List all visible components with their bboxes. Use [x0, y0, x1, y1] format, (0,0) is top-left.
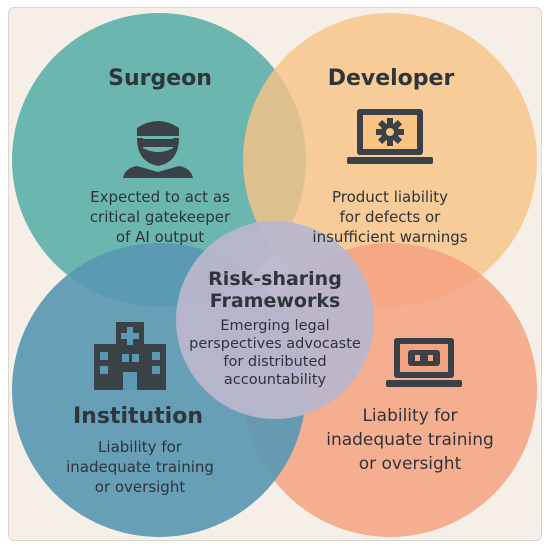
surgeon-description: Expected to act as critical gatekeeper o… [60, 187, 260, 247]
fourth-line-3: or oversight [358, 454, 462, 474]
fourth-line-2: inadequate training [326, 430, 494, 450]
surgeon-title: Surgeon [108, 66, 212, 91]
center-text: Risk-sharing Frameworks Emerging legal p… [180, 268, 370, 389]
institution-title: Institution [72, 404, 203, 429]
center-line-4: accountability [223, 372, 327, 388]
surgeon-mask-icon [123, 121, 193, 178]
center-title-line-1: Risk-sharing [208, 268, 342, 290]
center-line-3: for distributed [223, 354, 327, 370]
developer-description: Product liability for defects or insuffi… [290, 187, 490, 247]
center-circle [176, 221, 374, 419]
fourth-line-1: Liability for [362, 406, 458, 426]
institution-line-3: or oversight [94, 478, 186, 496]
hospital-building-icon [94, 322, 166, 390]
surgeon-line-3: of AI output [115, 228, 205, 246]
developer-line-3: insufficient warnings [312, 228, 468, 246]
center-line-2: perspectives advocaste [189, 336, 361, 352]
center-line-1: Emerging legal [220, 318, 330, 334]
institution-description: Liability for inadequate training or ove… [40, 437, 240, 497]
center-title-line-2: Frameworks [209, 290, 341, 312]
institution-line-1: Liability for [98, 438, 182, 456]
institution-line-2: inadequate training [66, 458, 214, 476]
developer-line-2: for defects or [339, 208, 441, 226]
laptop-gear-icon [347, 109, 433, 164]
developer-line-1: Product liability [331, 188, 449, 206]
laptop-chat-icon [386, 338, 462, 387]
developer-title: Developer [327, 66, 455, 91]
surgeon-line-1: Expected to act as [90, 188, 230, 206]
surgeon-line-2: critical gatekeeper [89, 208, 231, 226]
fourth-description: Liability for inadequate training or ove… [320, 404, 500, 476]
